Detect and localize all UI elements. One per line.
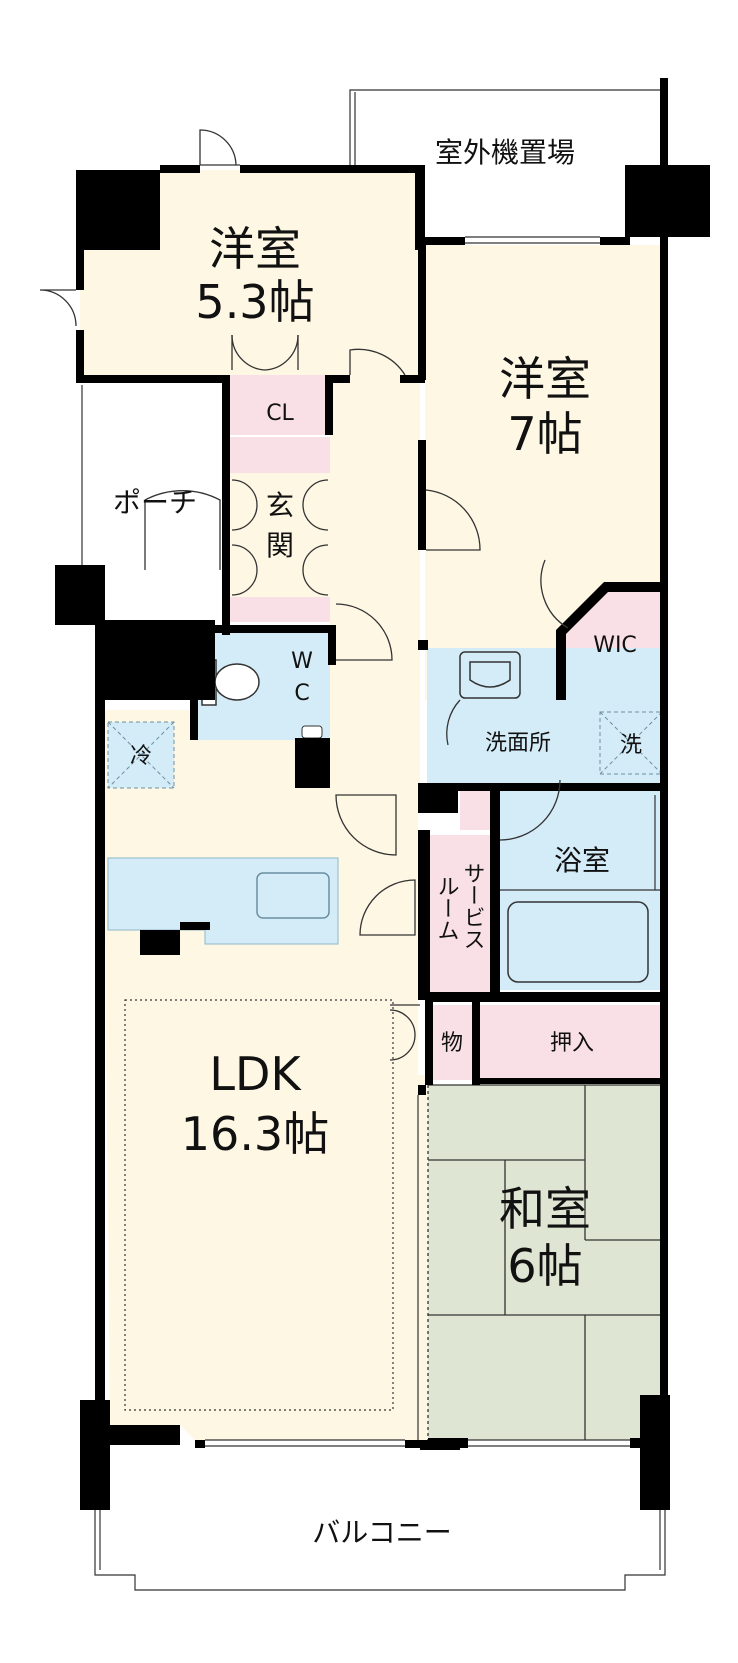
- service-room-label-2: ルーム: [434, 875, 459, 941]
- entrance-label-2: 関: [266, 529, 294, 562]
- fridge-label: 冷: [130, 744, 152, 769]
- thin-lines: [81, 89, 666, 1591]
- washer-label: 洗: [620, 733, 642, 758]
- toilet-label-w: W: [291, 649, 313, 674]
- western-room-1-name: 洋室: [209, 222, 301, 276]
- fridge-cross-1: [107, 721, 175, 789]
- washroom-label: 洗面所: [485, 731, 551, 756]
- service-room-top: [460, 790, 492, 830]
- entrance-label-1: 玄: [266, 489, 294, 522]
- balcony-label: バルコニー: [312, 1516, 451, 1549]
- porch-floor: [82, 385, 230, 620]
- japanese-room-name: 和室: [499, 1182, 591, 1236]
- walls: [55, 78, 710, 1510]
- outdoor-unit-label: 室外機置場: [435, 136, 575, 169]
- ldk-size: 16.3帖: [181, 1107, 329, 1161]
- ldk-name: LDK: [209, 1047, 302, 1101]
- bathroom-label: 浴室: [554, 844, 610, 877]
- wash-basin-bowl: [469, 661, 511, 688]
- closet-floor: [230, 375, 330, 435]
- service-room-floor: [430, 835, 490, 992]
- porch-label: ポーチ: [113, 486, 197, 519]
- wash-basin: [459, 651, 521, 699]
- toilet-bowl: [214, 663, 260, 701]
- bathtub: [507, 901, 649, 983]
- western-room-2-size: 7帖: [507, 407, 582, 461]
- western-room-2-floor: [425, 245, 665, 700]
- hallway-floor: [330, 375, 420, 785]
- kitchen-sink: [256, 872, 330, 919]
- service-room-label-1: サービス: [460, 862, 485, 950]
- toilet-label-c: C: [294, 681, 309, 706]
- entrance-step-bottom: [230, 597, 330, 622]
- oshiire-label: 押入: [550, 1031, 594, 1056]
- doors: [39, 129, 569, 1061]
- fridge-cross-2: [107, 721, 175, 789]
- storage-label: 物: [441, 1031, 463, 1056]
- floor-fills: [80, 170, 665, 1440]
- tatami-lines: [427, 1084, 665, 1440]
- storage-floor: [432, 1005, 472, 1080]
- western-room-2-name: 洋室: [499, 352, 591, 406]
- japanese-room-floor: [428, 1085, 665, 1440]
- western-room-1-size: 5.3帖: [195, 275, 314, 329]
- japanese-room-size: 6帖: [507, 1239, 582, 1293]
- closet-label: CL: [266, 401, 294, 426]
- wic-label: WIC: [593, 633, 637, 658]
- toilet-sink: [301, 725, 323, 739]
- western-room-1-floor: [80, 170, 420, 375]
- oshiire-floor: [478, 1005, 665, 1080]
- washer-cross-2: [599, 711, 663, 775]
- entrance-step-top: [230, 437, 330, 473]
